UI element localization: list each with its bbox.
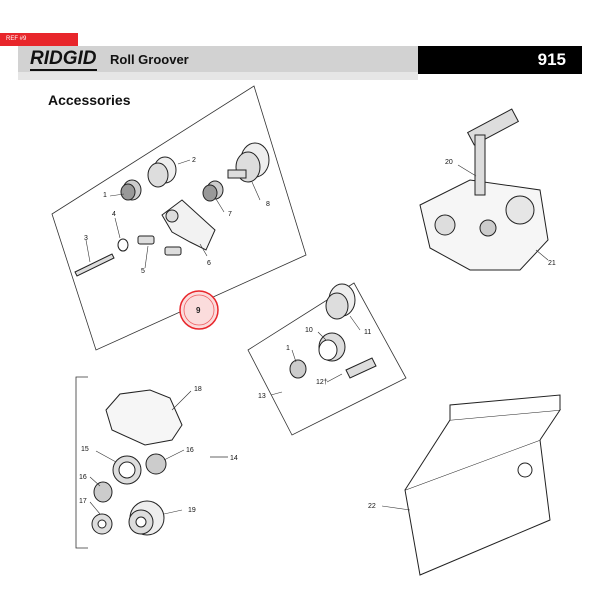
callout-5: 5 [141, 268, 145, 275]
part-7-bushing [202, 180, 224, 202]
part-21-groover-body [419, 108, 549, 271]
panel-roll-assembly [51, 85, 307, 351]
header-bar-shadow [18, 72, 418, 80]
callout-15: 15 [81, 446, 89, 453]
part-17-nut [91, 513, 113, 535]
highlight-circle [179, 290, 219, 330]
part-5-bolts [137, 235, 182, 256]
part-16a-bearing [145, 453, 167, 475]
callout-20: 20 [445, 159, 453, 166]
part-3-screw [74, 253, 115, 277]
part-16b-bearing [93, 481, 113, 503]
part-1b-bearing [289, 359, 307, 379]
product-name: Roll Groover [110, 52, 189, 67]
panel-roll-set [247, 282, 407, 436]
part-10-bushing [318, 332, 346, 362]
callout-6: 6 [207, 260, 211, 267]
model-number: 915 [418, 46, 582, 74]
highlight-label: 9 [196, 306, 201, 315]
part-4-ring [117, 238, 129, 252]
callout-11: 11 [364, 329, 371, 336]
callout-14: 14 [230, 455, 238, 462]
callout-13: 13 [258, 393, 266, 400]
part-19-roll [128, 500, 165, 536]
part-12-shaft [345, 357, 377, 379]
callout-18: 18 [194, 386, 202, 393]
callout-8: 8 [266, 201, 270, 208]
part-15-roller [112, 455, 142, 485]
part-22-toolbox [404, 394, 561, 576]
callout-2: 2 [192, 157, 196, 164]
bracket-14 [75, 376, 88, 549]
callout-21: 21 [548, 260, 556, 267]
brand-logo-underline [30, 69, 97, 71]
part-6-arm [161, 199, 216, 251]
part-8-roll [227, 142, 270, 183]
callout-4: 4 [112, 211, 116, 218]
callout-12: 12† [316, 379, 328, 386]
callout-1: 1 [103, 192, 107, 199]
callout-16a: 16 [186, 447, 194, 454]
part-18-housing [105, 389, 183, 446]
section-title: Accessories [48, 92, 131, 108]
part-11-roll [325, 283, 356, 320]
callout-10: 10 [305, 327, 313, 334]
callout-17: 17 [79, 498, 87, 505]
callout-7: 7 [228, 211, 232, 218]
callout-19: 19 [188, 507, 196, 514]
callout-22: 22 [368, 503, 376, 510]
callout-16b: 16 [79, 474, 87, 481]
ref-tag: REF #9 [0, 33, 78, 46]
brand-logo: RIDGID [30, 48, 97, 69]
callout-1b: 1 [286, 345, 290, 352]
callout-3: 3 [84, 235, 88, 242]
part-1-bearing [120, 179, 142, 201]
part-2-bearing-housing [147, 156, 177, 188]
